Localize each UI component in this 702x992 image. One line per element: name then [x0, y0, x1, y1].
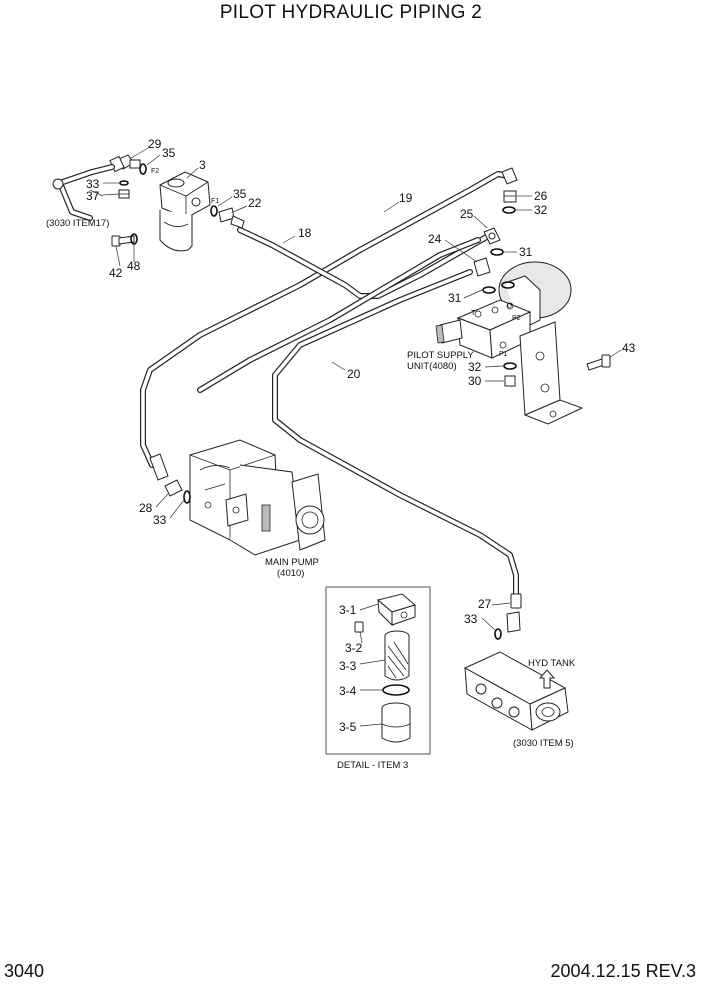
callout-3-5: 3-5 [339, 720, 357, 734]
oring-33a [119, 180, 129, 186]
bolt-42 [111, 235, 135, 247]
pilot-supply-label-1: PILOT SUPPLY [407, 350, 474, 361]
callout-3-2: 3-2 [345, 641, 363, 655]
callout-24: 24 [428, 232, 442, 246]
detail-element-3-3 [384, 630, 410, 681]
callout-31a: 31 [519, 245, 533, 259]
item17-reference: (3030 ITEM17) [46, 218, 109, 229]
callout-29: 29 [148, 137, 162, 151]
connector-24-end [473, 257, 491, 277]
detail-valve-3-2 [354, 621, 364, 633]
callout-37: 37 [86, 189, 100, 203]
oring-32a [502, 206, 516, 214]
text-labels: (3030 ITEM17) PILOT SUPPLY UNIT(4080) MA… [46, 168, 576, 771]
hyd-tank-block [463, 651, 569, 731]
callout-33a: 33 [86, 177, 100, 191]
callout-32a: 32 [534, 203, 548, 217]
pipe-20 [272, 269, 519, 601]
connector-22 [218, 207, 245, 229]
callout-48: 48 [127, 259, 141, 273]
pipe-19 [140, 171, 511, 468]
callout-42: 42 [109, 266, 123, 280]
callout-35a: 35 [162, 146, 176, 160]
callout-33c: 33 [464, 612, 478, 626]
port-f1: F1 [211, 198, 219, 205]
hose-from-item17 [52, 164, 115, 221]
callout-22: 22 [248, 196, 262, 210]
item5-reference: (3030 ITEM 5) [513, 738, 574, 749]
connector-26 [503, 190, 517, 203]
pilot-supply-label-2: UNIT(4080) [407, 361, 457, 372]
hyd-tank-label: HYD TANK [528, 658, 576, 669]
callout-3-1: 3-1 [339, 603, 357, 617]
callout-19: 19 [399, 191, 413, 205]
mounting-bracket [519, 321, 584, 425]
main-pump-label-1: MAIN PUMP [265, 557, 319, 568]
detail-oring-3-4 [382, 684, 410, 696]
connector-37 [118, 189, 130, 199]
callout-33b: 33 [153, 513, 167, 527]
oring-33b [183, 490, 191, 504]
port-f2: F2 [151, 168, 159, 175]
elbow-28 [149, 453, 183, 497]
callout-3-4: 3-4 [339, 684, 357, 698]
elbow-top [501, 167, 518, 185]
callout-numbers: 29 35 3 33 37 35 22 19 26 32 25 24 31 18… [86, 137, 636, 734]
callout-30: 30 [468, 374, 482, 388]
pipe-24 [197, 237, 481, 393]
main-pump [189, 439, 326, 556]
pilot-filter-assembly [159, 171, 211, 252]
detail-filter-head [376, 593, 417, 627]
connector-30 [504, 375, 516, 387]
callout-43: 43 [622, 341, 636, 355]
detail-bowl-3-5 [381, 702, 411, 743]
oring-32b [503, 362, 517, 370]
callout-31b: 31 [448, 291, 462, 305]
pipe-18 [237, 227, 493, 299]
date-revision: 2004.12.15 REV.3 [550, 961, 696, 981]
detail-box [325, 586, 431, 755]
page-number: 3040 [4, 961, 45, 981]
flow-arrow-icon [538, 669, 556, 689]
elbow-27 [506, 593, 522, 633]
washer-48 [130, 233, 138, 245]
callout-26: 26 [534, 189, 548, 203]
callout-25: 25 [460, 207, 474, 221]
callout-32b: 32 [468, 360, 482, 374]
callout-35b: 35 [233, 187, 247, 201]
port-u: U [507, 303, 512, 310]
port-p2: P2 [512, 315, 521, 322]
oring-31a [490, 248, 504, 256]
callout-27: 27 [478, 597, 492, 611]
detail-caption: DETAIL - ITEM 3 [337, 760, 408, 771]
port-t: T [471, 310, 476, 317]
oring-35b [210, 205, 218, 217]
callout-18: 18 [298, 226, 312, 240]
oring-35a [139, 163, 147, 175]
leader-lines [89, 146, 622, 727]
callout-28: 28 [139, 501, 153, 515]
oring-33c [494, 628, 502, 640]
pilot-supply-unit [435, 261, 572, 359]
callout-3: 3 [199, 158, 206, 172]
callout-20: 20 [347, 367, 361, 381]
callout-3-3: 3-3 [339, 659, 357, 673]
page-title: PILOT HYDRAULIC PIPING 2 [219, 2, 483, 23]
elbow-29 [109, 154, 141, 173]
port-p1: P1 [499, 351, 508, 358]
main-pump-label-2: (4010) [277, 568, 304, 579]
connector-25 [483, 227, 501, 245]
bolt-43 [586, 354, 611, 371]
